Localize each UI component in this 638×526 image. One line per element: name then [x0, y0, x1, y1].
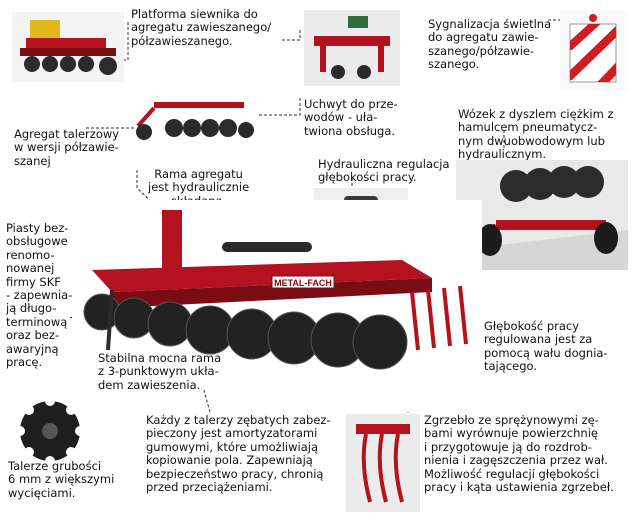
- seeder-platform-photo: [12, 12, 124, 82]
- light-signal-label: Sygnalizacja świetlna do agregatu zawie-…: [428, 17, 552, 72]
- hose-holder-label: Uchwyt do prze- wodów - uła- twiona obsł…: [304, 97, 398, 138]
- trolley-photo: [456, 160, 628, 270]
- skf-hubs-label: Piasty bez- obsługowe renomo- nowanej fi…: [6, 221, 73, 370]
- stable-frame-label: Stabilna mocna rama z 3-punktowym ukła- …: [98, 351, 222, 392]
- working-depth-label: Głębokość pracy regulowana jest za pomoc…: [484, 319, 608, 374]
- brand-logo: METAL-FACH: [274, 278, 332, 288]
- harrow-label: Zgrzebło ze sprężynowymi zę- bami wyrówn…: [424, 413, 614, 495]
- semi-mounted-photo: [134, 90, 258, 150]
- disc-photo: [14, 396, 86, 466]
- warning-sign-photo: [560, 10, 628, 90]
- harrow-photo: [346, 414, 420, 512]
- depth-hydraulic-label: Hydrauliczna regulacja głębokości pracy.: [318, 157, 450, 185]
- seeder-platform-label: Platforma siewnika do agregatu zawieszan…: [131, 7, 272, 48]
- seeder-detail-photo: [304, 10, 400, 86]
- damping-label: Każdy z talerzy zębatych zabez- pieczony…: [146, 413, 331, 495]
- transport-trolley-label: Wózek z dyszlem ciężkim z hamulcem pneum…: [458, 107, 614, 162]
- semi-mounted-label: Agregat talerzowy w wersji półzawie- sza…: [14, 127, 120, 168]
- disc-thickness-label: Talerze grubości 6 mm z większymi wycięc…: [8, 459, 115, 500]
- main-machine-photo: METAL-FACH: [72, 200, 482, 390]
